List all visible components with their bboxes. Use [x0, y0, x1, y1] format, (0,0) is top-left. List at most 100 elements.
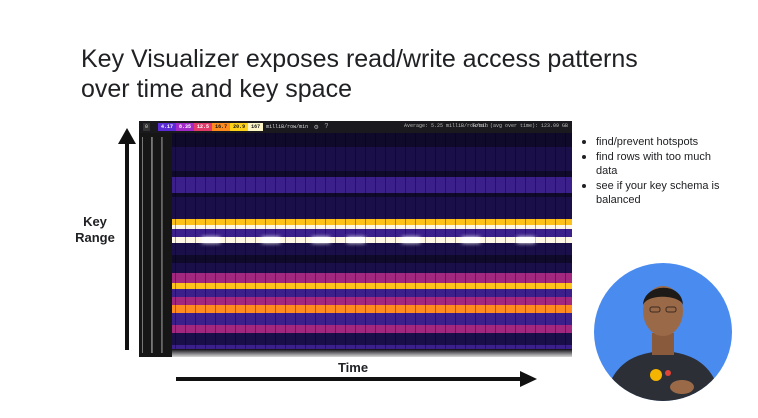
x-axis-label: Time [337, 360, 369, 375]
heatmap-stripe [285, 133, 286, 357]
heatmap-stripe [425, 133, 426, 357]
visualizer-toolbar: 0 4.17 8.35 12.5 16.7 20.9 167 milliB/ro… [139, 121, 572, 133]
heatmap-stripe [385, 133, 386, 357]
heatmap-stripe [215, 133, 216, 357]
heatmap-stripe [195, 133, 196, 357]
heatmap-stripe [315, 133, 316, 357]
total-readout: Total (avg over time): 123.09 GB [471, 123, 568, 129]
presenter-video [594, 263, 732, 401]
heatmap-stripe [455, 133, 456, 357]
y-axis-label: Key Range [70, 214, 120, 246]
heatmap-stripe [515, 133, 516, 357]
scale-unit: milliB/row/min [266, 124, 309, 130]
heatmap-band [172, 133, 572, 147]
heatmap-stripe [505, 133, 506, 357]
y-axis-label-line-1: Key [83, 214, 107, 229]
heatmap-stripe [465, 133, 466, 357]
bullet-list: find/prevent hotspots find rows with too… [582, 135, 732, 208]
hotspot [462, 237, 480, 243]
scale-step: 167 [248, 123, 264, 131]
slide-title: Key Visualizer exposes read/write access… [81, 44, 701, 104]
heatmap-stripe [495, 133, 496, 357]
heatmap-band [172, 177, 572, 193]
heatmap-band [172, 237, 572, 243]
heatmap-band [172, 229, 572, 237]
average-readout: Average: 5.25 milliB/row/min [403, 123, 488, 129]
heatmap-stripe [475, 133, 476, 357]
heatmap-stripe [275, 133, 276, 357]
heatmap-band [172, 333, 572, 345]
heatmap-stripe [415, 133, 416, 357]
heatmap-band [172, 147, 572, 171]
heatmap-stripe [355, 133, 356, 357]
heatmap-stripe [405, 133, 406, 357]
heatmap-stripe [435, 133, 436, 357]
hotspot [347, 237, 365, 243]
heatmap-stripe [295, 133, 296, 357]
slide-title-line-2: over time and key space [81, 75, 352, 103]
heatmap-band [172, 325, 572, 333]
heatmap-stripe [485, 133, 486, 357]
key-hierarchy-column[interactable] [139, 133, 172, 357]
hotspot [402, 237, 420, 243]
key-visualizer-heatmap[interactable]: 0 4.17 8.35 12.5 16.7 20.9 167 milliB/ro… [139, 121, 572, 357]
scale-step: 20.9 [230, 123, 249, 131]
scale-step: 4.17 [158, 123, 177, 131]
heatmap-stripe [395, 133, 396, 357]
heatmap-band [172, 289, 572, 297]
heatmap-band [172, 197, 572, 219]
bullet-item: find rows with too much data [582, 150, 732, 178]
heatmap-stripe [225, 133, 226, 357]
heatmap-stripe [255, 133, 256, 357]
toolbar-zero-button[interactable]: 0 [143, 123, 151, 131]
heatmap-stripe [555, 133, 556, 357]
heatmap-band [172, 255, 572, 263]
heatmap-band [172, 305, 572, 313]
heatmap-band [172, 243, 572, 255]
scale-step: 8.35 [176, 123, 195, 131]
heatmap-stripe [375, 133, 376, 357]
heatmap-band [172, 313, 572, 325]
heatmap-stripe [365, 133, 366, 357]
heatmap-band [172, 283, 572, 289]
heatmap-band [172, 273, 572, 283]
heatmap-stripe [445, 133, 446, 357]
heatmap-stripe [345, 133, 346, 357]
key-prefix-level-1[interactable] [142, 137, 152, 353]
heatmap-stripe [245, 133, 246, 357]
heatmap-stripe [535, 133, 536, 357]
heatmap-stripe [205, 133, 206, 357]
heatmap-band [172, 345, 572, 351]
hotspot [262, 237, 280, 243]
heatmap-band [172, 193, 572, 197]
settings-icon[interactable]: ⚙ [314, 123, 319, 132]
y-axis-arrowhead [118, 128, 136, 144]
heatmap-stripe [175, 133, 176, 357]
bullet-item: find/prevent hotspots [582, 135, 732, 149]
hotspot [202, 237, 220, 243]
heatmap-stripe [265, 133, 266, 357]
x-axis-arrow [176, 377, 522, 381]
y-axis-arrow [125, 140, 129, 350]
heatmap-stripe [305, 133, 306, 357]
heatmap-stripe [565, 133, 566, 357]
heatmap-grid[interactable] [172, 133, 572, 357]
key-prefix-level-3[interactable] [162, 137, 170, 353]
help-icon[interactable]: ? [324, 123, 329, 131]
hotspot [312, 237, 330, 243]
heatmap-stripe [325, 133, 326, 357]
heatmap-band [172, 297, 572, 305]
scale-step: 16.7 [212, 123, 231, 131]
bullet-item: see if your key schema is balanced [582, 179, 732, 207]
slide-title-line-1: Key Visualizer exposes read/write access… [81, 45, 638, 73]
key-prefix-level-2[interactable] [152, 137, 162, 353]
hotspot [517, 237, 535, 243]
time-activity-strip [172, 349, 572, 357]
y-axis-label-line-2: Range [75, 230, 115, 245]
color-scale: 4.17 8.35 12.5 16.7 20.9 167 [158, 123, 264, 131]
heatmap-stripe [335, 133, 336, 357]
presenter-image [604, 286, 722, 401]
heatmap-band [172, 263, 572, 273]
heatmap-stripe [545, 133, 546, 357]
heatmap-band [172, 219, 572, 225]
